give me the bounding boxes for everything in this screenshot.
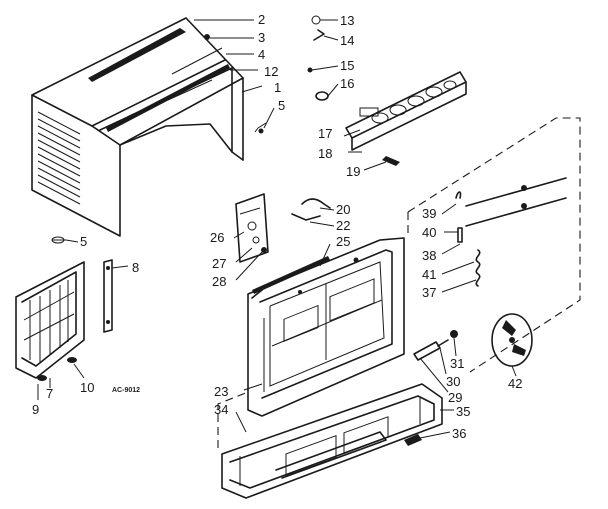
top-gasket [88,28,186,82]
callout-30: 30 [446,374,460,389]
assembly-outline [217,117,581,448]
nut-28 [261,247,267,253]
callout-28: 28 [212,274,226,289]
callout-18: 18 [318,146,332,161]
callout-38: 38 [422,248,436,263]
callout-35: 35 [456,404,470,419]
front-frame [247,237,405,417]
callout-41: 41 [422,267,436,282]
callout-13: 13 [340,13,354,28]
callout-31: 31 [450,356,464,371]
callout-10: 10 [80,380,94,395]
drawing-code: AC-9012 [112,387,140,394]
control-bracket [345,71,467,166]
callout-27: 27 [212,256,226,271]
callout-7: 7 [46,386,53,401]
clip-9 [37,375,47,381]
callout-26: 26 [210,230,224,245]
motor-bracket [235,193,269,263]
callout-34: 34 [214,402,228,417]
callout-25: 25 [336,234,350,249]
callout-5-upper: 5 [278,98,285,113]
knob-36 [404,434,422,446]
leader-lines [37,19,517,439]
clip-10 [67,357,77,363]
knob-19 [382,156,400,166]
cabinet [31,17,267,244]
hardware-13-16 [307,15,329,101]
callout-4: 4 [258,47,265,62]
callout-42: 42 [508,376,522,391]
callout-20: 20 [336,202,350,217]
cabinet-louvers [37,111,81,205]
callout-12: 12 [264,64,278,79]
wire-20-22 [291,198,331,221]
callout-2: 2 [258,12,265,27]
fan-42 [491,313,533,367]
side-panel [15,261,85,381]
callout-1: 1 [274,80,281,95]
callout-14: 14 [340,33,354,48]
callout-23: 23 [214,384,228,399]
top-rail [106,64,230,132]
angle-strip [103,259,113,333]
callout-16: 16 [340,76,354,91]
callout-15: 15 [340,58,354,73]
callout-labels: 2 3 4 12 1 5 13 14 15 16 17 18 19 20 22 … [32,12,522,441]
callout-5-lower: 5 [80,234,87,249]
callout-3: 3 [258,30,265,45]
callout-19: 19 [346,164,360,179]
callout-9: 9 [32,402,39,417]
callout-37: 37 [422,285,436,300]
callout-17: 17 [318,126,332,141]
screw-5-upper [254,122,267,133]
callout-22: 22 [336,218,350,233]
callout-36: 36 [452,426,466,441]
callout-8: 8 [132,260,139,275]
callout-29: 29 [448,390,462,405]
screw-3 [204,34,210,40]
front-grille [221,383,443,499]
callout-39: 39 [422,206,436,221]
callout-40: 40 [422,225,436,240]
rods-37-41 [455,177,567,287]
gasket-25 [252,256,330,294]
